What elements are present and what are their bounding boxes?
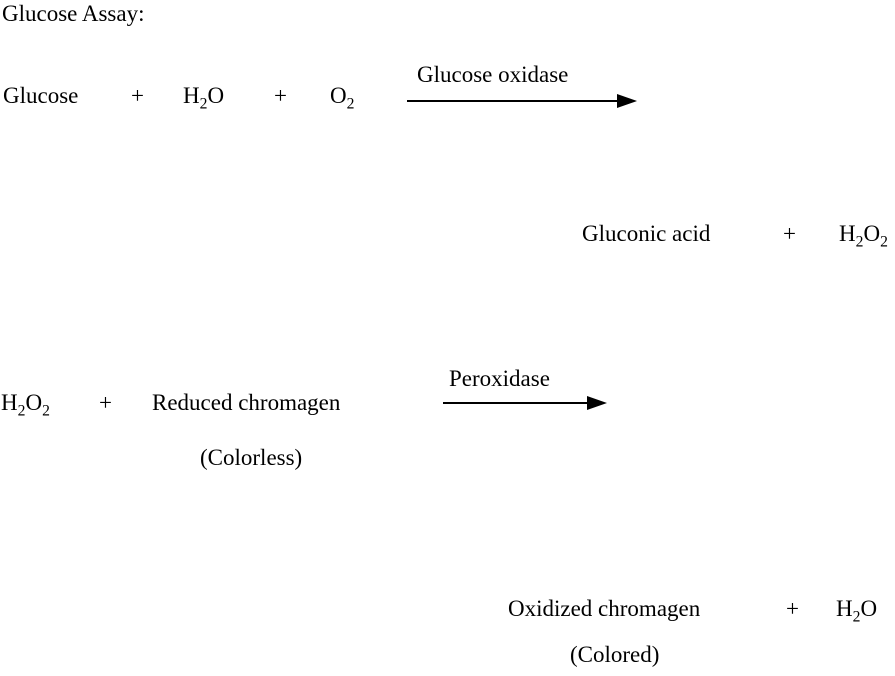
enzyme-label-glucose-oxidase: Glucose oxidase: [417, 62, 569, 87]
reactant-oxygen: O2: [330, 83, 355, 113]
plus-sign: +: [99, 390, 112, 415]
product-water: H2O: [836, 596, 878, 626]
product-oxidized-chromagen: Oxidized chromagen: [508, 596, 701, 621]
arrowhead-icon: [587, 396, 607, 410]
reactant-reduced-chromagen: Reduced chromagen: [152, 390, 341, 415]
arrow-shaft: [407, 100, 619, 102]
product-hydrogen-peroxide: H2O2: [839, 221, 888, 251]
plus-sign: +: [131, 83, 144, 108]
product-state-note-colored: (Colored): [570, 642, 660, 667]
plus-sign: +: [783, 221, 796, 246]
product-gluconic-acid: Gluconic acid: [582, 221, 711, 246]
plus-sign: +: [786, 596, 799, 621]
enzyme-label-peroxidase: Peroxidase: [449, 366, 550, 391]
arrowhead-icon: [617, 94, 637, 108]
plus-sign: +: [274, 83, 287, 108]
reactant-water: H2O: [183, 83, 225, 113]
arrow-shaft: [443, 402, 591, 404]
reactant-hydrogen-peroxide: H2O2: [1, 390, 50, 420]
page-title: Glucose Assay:: [2, 1, 145, 26]
reactant-state-note-colorless: (Colorless): [200, 445, 303, 470]
reactant-glucose: Glucose: [3, 83, 79, 108]
